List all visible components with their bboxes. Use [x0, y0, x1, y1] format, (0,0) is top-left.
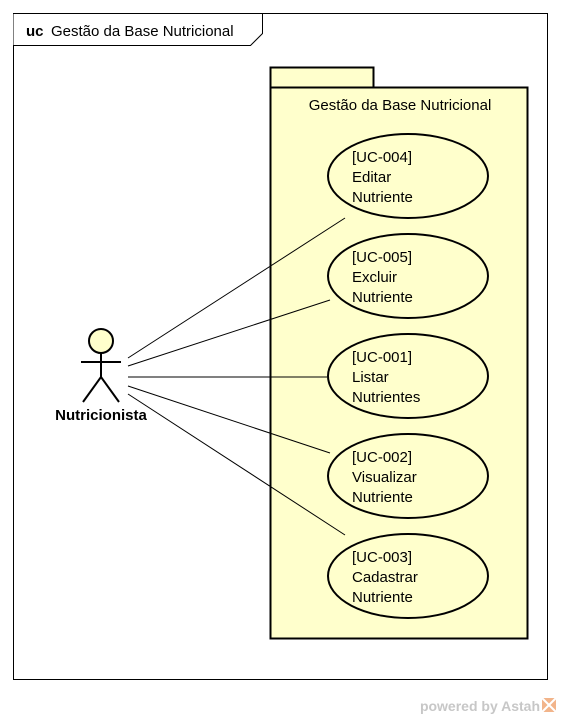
uc-004-line2: Nutriente — [352, 189, 413, 206]
use-case-uc-001[interactable] — [327, 333, 489, 419]
uc-001-line2: Nutrientes — [352, 389, 420, 406]
uc-001-id: [UC-001] — [352, 349, 412, 366]
use-case-labels: [UC-004] Editar Nutriente [UC-005] Exclu… — [352, 149, 420, 606]
actor-nutricionista[interactable] — [81, 328, 121, 403]
uc-004-line1: Editar — [352, 169, 391, 186]
actor-leg-right — [100, 376, 120, 403]
actor-head — [88, 328, 114, 354]
use-case-ellipses — [327, 133, 489, 619]
uc-002-line1: Visualizar — [352, 469, 417, 486]
package-tab — [269, 66, 375, 89]
uc-002-line2: Nutriente — [352, 489, 413, 506]
uc-005-line2: Nutriente — [352, 289, 413, 306]
uc-001-line1: Listar — [352, 369, 389, 386]
uc-002-id: [UC-002] — [352, 449, 412, 466]
use-case-uc-005[interactable] — [327, 233, 489, 319]
frame-label-tab — [13, 13, 263, 46]
actor-name: Nutricionista — [55, 407, 147, 424]
uc-003-line1: Cadastrar — [352, 569, 418, 586]
use-case-uc-003[interactable] — [327, 533, 489, 619]
astah-logo-icon — [541, 697, 557, 713]
uc-003-line2: Nutriente — [352, 589, 413, 606]
use-case-uc-004[interactable] — [327, 133, 489, 219]
uc-005-id: [UC-005] — [352, 249, 412, 266]
actor-leg-left — [82, 376, 102, 403]
frame-name: Gestão da Base Nutricional — [51, 23, 234, 40]
association-uc-003 — [127, 393, 346, 536]
use-case-uc-002[interactable] — [327, 433, 489, 519]
association-uc-004 — [127, 217, 346, 359]
associations — [127, 217, 346, 536]
uc-004-id: [UC-004] — [352, 149, 412, 166]
uc-003-id: [UC-003] — [352, 549, 412, 566]
association-uc-002 — [127, 385, 331, 454]
association-uc-005 — [127, 299, 331, 367]
frame-label: uc Gestão da Base Nutricional — [26, 23, 234, 40]
frame-keyword: uc — [26, 23, 44, 40]
package-title: Gestão da Base Nutricional — [309, 97, 492, 114]
watermark-text: powered by Astah — [420, 698, 540, 714]
uc-005-line1: Excluir — [352, 269, 397, 286]
